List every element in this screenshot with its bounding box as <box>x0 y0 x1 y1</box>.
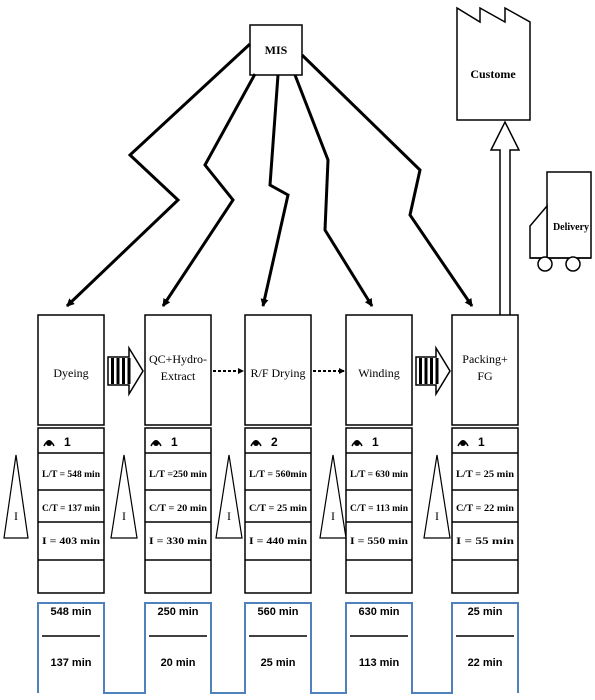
truck-wheel-icon <box>537 256 553 272</box>
inventory-triangle: I <box>319 454 347 539</box>
operator-icon <box>150 440 162 447</box>
inventory-triangle: I <box>110 454 138 539</box>
data-box <box>345 427 413 594</box>
inventory-time: I = 55 min <box>456 537 515 547</box>
cycle-time: C/T = 113 min <box>350 504 409 514</box>
info-flow-winding <box>293 74 374 307</box>
operator-count: 1 <box>64 435 71 449</box>
operator-icon <box>457 440 469 447</box>
process-name: Packing+ <box>462 352 508 366</box>
info-flow-dyeing <box>65 42 252 308</box>
timeline-line <box>37 602 519 694</box>
process-box <box>345 314 413 426</box>
truck-wheel-icon <box>565 256 581 272</box>
cycle-time: C/T = 20 min <box>149 504 208 514</box>
push-arrow <box>107 345 144 397</box>
cycle-time: C/T = 22 min <box>456 504 515 514</box>
process-box <box>244 314 312 426</box>
shipment-arrow <box>489 120 521 319</box>
inventory-label: I <box>435 509 439 523</box>
inventory-triangle: I <box>3 454 29 539</box>
data-box <box>144 427 212 594</box>
inventory-label: I <box>331 509 335 523</box>
process-name: Winding <box>358 366 400 380</box>
info-flow-packing <box>300 53 474 307</box>
operator-icon <box>250 440 262 447</box>
info-flow-rfdrying <box>260 74 290 307</box>
lead-time: L/T = 25 min <box>456 470 515 480</box>
operator-count: 2 <box>271 435 278 449</box>
mis-label: MIS <box>265 43 288 57</box>
info-flow-qc <box>161 73 257 307</box>
timeline-lead-time: 250 min <box>158 606 199 618</box>
timeline-lead-time: 548 min <box>51 606 92 618</box>
timeline-lead-time: 560 min <box>258 606 299 618</box>
timeline-lead-time: 25 min <box>468 606 503 618</box>
operator-count: 1 <box>171 435 178 449</box>
operator-icon <box>351 440 363 447</box>
inventory-triangle: I <box>423 454 451 539</box>
delivery-label: Delivery <box>553 222 589 233</box>
process-name: Dyeing <box>53 366 88 380</box>
customer-factory: Custome <box>456 6 531 121</box>
process-flows <box>107 345 451 397</box>
inventory-time: I = 403 min <box>42 537 101 547</box>
inventory-time: I = 330 min <box>149 537 208 547</box>
timeline-lead-time: 630 min <box>359 606 400 618</box>
inventory-label: I <box>122 509 126 523</box>
data-box <box>244 427 312 594</box>
inventory-time: I = 440 min <box>249 537 308 547</box>
cycle-time: C/T = 25 min <box>249 504 308 514</box>
mis-box: MIS <box>249 24 303 76</box>
timeline-cycle-time: 22 min <box>468 657 503 669</box>
lead-time: L/T = 548 min <box>42 470 101 480</box>
cycle-time: C/T = 137 min <box>42 504 101 514</box>
process-name: FG <box>477 369 493 383</box>
information-flows <box>65 42 474 308</box>
operator-count: 1 <box>478 435 485 449</box>
timeline-ladder: 548 min 137 min 250 min 20 min 560 min 25 min… <box>37 602 519 694</box>
lead-time: L/T = 630 min <box>350 470 409 480</box>
customer-label: Custome <box>470 67 516 81</box>
timeline-cycle-time: 137 min <box>51 657 92 669</box>
inventory-label: I <box>14 509 18 523</box>
data-box <box>37 427 105 594</box>
inventory-triangle: I <box>215 454 243 539</box>
operator-icon <box>43 440 55 447</box>
process-box <box>451 314 519 426</box>
process-box <box>37 314 105 426</box>
inventory-label: I <box>227 509 231 523</box>
process-name: QC+Hydro- <box>149 352 207 366</box>
lead-time: L/T = 560min <box>249 470 308 480</box>
lead-time: L/T =250 min <box>149 470 208 480</box>
process-name: R/F Drying <box>250 366 305 380</box>
process-box <box>144 314 212 426</box>
timeline-cycle-time: 113 min <box>359 657 400 669</box>
timeline-cycle-time: 20 min <box>161 657 196 669</box>
process-name: Extract <box>161 369 196 383</box>
data-box <box>451 427 519 594</box>
delivery-truck: Delivery <box>529 171 592 272</box>
timeline-cycle-time: 25 min <box>261 657 296 669</box>
operator-count: 1 <box>372 435 379 449</box>
inventory-time: I = 550 min <box>350 537 409 547</box>
push-arrow <box>415 345 451 397</box>
